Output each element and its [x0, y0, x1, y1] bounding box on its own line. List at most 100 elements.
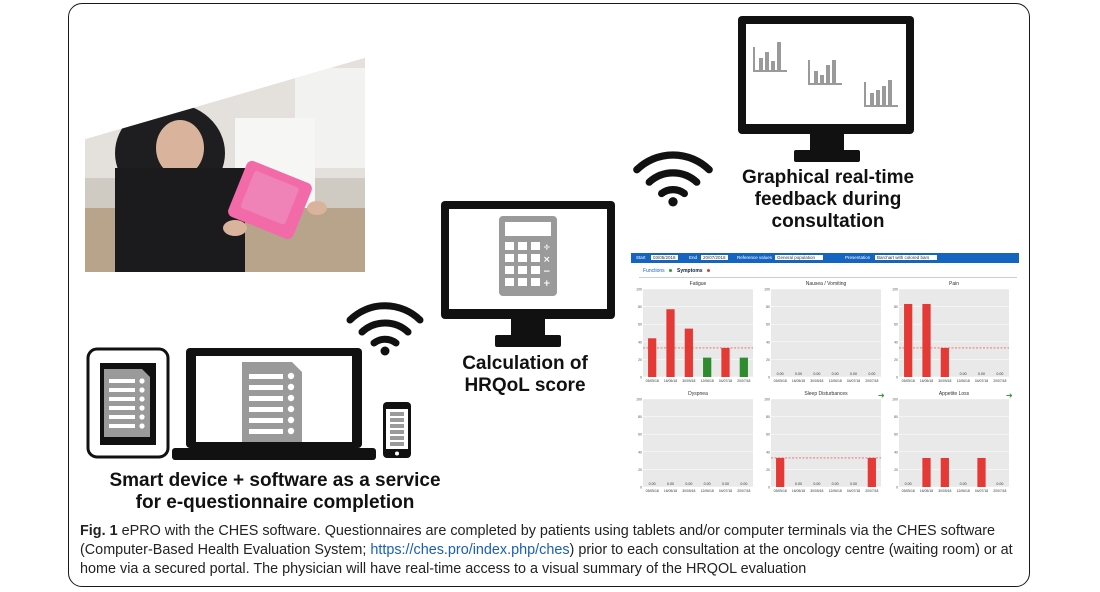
x-tick-label: 16/05/18: [920, 489, 933, 493]
monitor-barcharts-icon: [738, 16, 914, 162]
start-label: Start: [636, 255, 646, 260]
x-tick-label: 20/07/18: [865, 489, 878, 493]
x-tick-label: 03/05/18: [902, 379, 915, 383]
bar: [904, 303, 913, 377]
y-tick-label: 80: [894, 415, 898, 419]
y-tick-label: 60: [638, 323, 642, 327]
y-tick-label: 80: [638, 415, 642, 419]
reference-select[interactable]: General population: [775, 255, 824, 260]
bar: [922, 303, 931, 377]
x-tick-label: 20/07/18: [737, 489, 750, 493]
y-tick-label: 20: [894, 358, 898, 362]
bar: [684, 328, 693, 377]
y-tick-label: 60: [766, 323, 770, 327]
y-tick-label: 0: [640, 486, 642, 490]
y-tick-label: 60: [766, 433, 770, 437]
chart-plot-area: [771, 399, 881, 487]
y-tick-label: 0: [640, 376, 642, 380]
y-tick-label: 20: [894, 468, 898, 472]
x-tick-label: 03/05/18: [646, 379, 659, 383]
chart-title: Dyspnea: [688, 391, 708, 397]
bar: [776, 457, 785, 487]
bar-value-label: 0.00: [795, 372, 802, 376]
x-tick-label: 20/07/18: [737, 379, 750, 383]
x-tick-label: 04/07/18: [847, 379, 860, 383]
dashboard-tabs: Functions Symptoms: [639, 267, 1017, 278]
bar-value-label: 0.00: [832, 372, 839, 376]
figure-label: Fig. 1: [80, 523, 118, 539]
y-tick-label: 80: [894, 305, 898, 309]
end-date-field[interactable]: 20/07/2018: [701, 255, 728, 260]
x-tick-label: 12/06/18: [957, 489, 970, 493]
start-date-field[interactable]: 03/05/2018: [651, 255, 678, 260]
caption-text: ePRO with the CHES software. Questionnai…: [80, 523, 996, 558]
x-tick-label: 03/05/18: [646, 489, 659, 493]
y-tick-label: 0: [896, 486, 898, 490]
svg-text:×: ×: [543, 255, 551, 265]
y-tick-label: 100: [636, 398, 642, 402]
y-tick-label: 40: [638, 450, 642, 454]
x-tick-label: 16/05/18: [664, 379, 677, 383]
tab-symptoms[interactable]: Symptoms: [677, 268, 703, 274]
x-tick-label: 16/05/18: [920, 379, 933, 383]
bar: [648, 338, 657, 377]
bar-value-label: 0.00: [685, 482, 692, 486]
ches-link[interactable]: https://ches.pro/index.php/ches: [370, 542, 570, 558]
chart-title: Fatigue: [690, 281, 707, 287]
bar-value-label: 0.00: [868, 372, 875, 376]
y-tick-label: 0: [768, 486, 770, 490]
x-tick-label: 20/07/18: [993, 489, 1006, 493]
bar-value-label: 0.00: [667, 482, 674, 486]
bar-value-label: 0.00: [813, 482, 820, 486]
status-dot: [669, 269, 672, 272]
y-tick-label: 40: [766, 450, 770, 454]
x-tick-label: 03/05/18: [774, 379, 787, 383]
figure-frame: [68, 3, 1030, 587]
bar: [739, 357, 748, 377]
bar-value-label: 0.00: [704, 482, 711, 486]
feedback-label: Graphical real-time feedback during cons…: [741, 167, 915, 232]
bar: [940, 347, 949, 377]
x-tick-label: 30/05/18: [810, 379, 823, 383]
bar: [666, 309, 675, 377]
bar: [922, 457, 931, 487]
y-tick-label: 40: [894, 450, 898, 454]
y-tick-label: 100: [764, 398, 770, 402]
x-tick-label: 20/07/18: [865, 379, 878, 383]
x-tick-label: 16/05/18: [664, 489, 677, 493]
y-tick-label: 100: [892, 288, 898, 292]
x-tick-label: 04/07/18: [847, 489, 860, 493]
bar: [867, 457, 876, 487]
y-tick-label: 60: [894, 433, 898, 437]
y-tick-label: 20: [638, 358, 642, 362]
chart-title: Sleep Disturbances: [804, 391, 848, 397]
bar-value-label: 0.00: [978, 372, 985, 376]
y-tick-label: 40: [894, 340, 898, 344]
bar-value-label: 0.00: [813, 372, 820, 376]
smartphone-icon: [383, 402, 411, 458]
tab-functions[interactable]: Functions: [643, 268, 665, 274]
bar-value-label: 0.00: [722, 482, 729, 486]
symptom-charts: Fatigue 100 80 60 40 20 0 03/05/18 16/05/18 30/05…: [636, 281, 1009, 493]
chart-title: Appetite Loss: [939, 391, 970, 397]
ches-dashboard: Start 03/05/2018 End 20/07/2018 Referenc…: [631, 253, 1019, 501]
y-tick-label: 20: [766, 468, 770, 472]
bar-value-label: 0.00: [996, 372, 1003, 376]
y-tick-label: 60: [638, 433, 642, 437]
presentation-select[interactable]: Barchart with colored bars: [875, 255, 938, 260]
svg-text:+: +: [543, 279, 551, 289]
caption-text: ) prior to each consultation at the onco…: [80, 542, 1013, 577]
x-tick-label: 04/07/18: [719, 489, 732, 493]
bar-value-label: 0.00: [905, 482, 912, 486]
y-tick-label: 80: [638, 305, 642, 309]
x-tick-label: 30/05/18: [938, 379, 951, 383]
chart-plot-area: [643, 399, 753, 487]
bar: [977, 457, 986, 487]
x-tick-label: 30/05/18: [682, 379, 695, 383]
y-tick-label: 0: [768, 376, 770, 380]
bar-value-label: 0.00: [832, 482, 839, 486]
y-tick-label: 100: [636, 288, 642, 292]
y-tick-label: 20: [766, 358, 770, 362]
arrow-icon: ➜: [878, 391, 885, 400]
tablet-checklist-icon: [86, 347, 170, 459]
